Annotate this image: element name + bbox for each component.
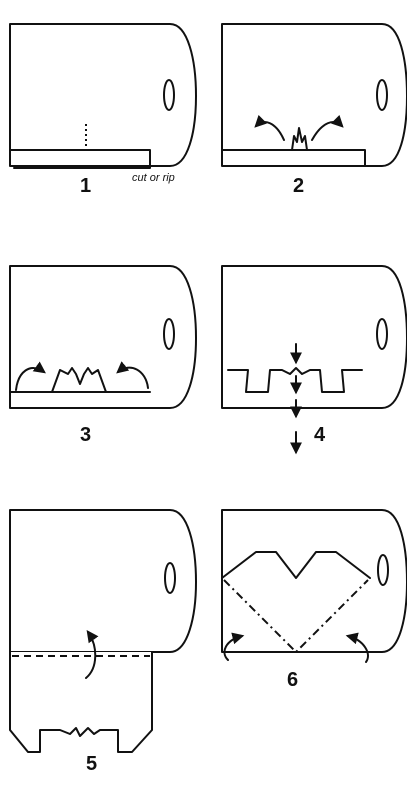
fold-arrow-left — [223, 632, 245, 661]
hanging-sheet — [9, 149, 151, 169]
step-2-panel: 2 — [221, 23, 407, 197]
fold-arrow-right — [311, 114, 344, 141]
roll-body — [221, 265, 407, 409]
roll-body — [9, 265, 197, 409]
step-number: 6 — [287, 669, 298, 691]
fold-arrow-left — [15, 361, 46, 391]
step-3-panel: 3 — [9, 265, 197, 446]
step-5-panel: 5 — [9, 509, 197, 775]
fold-arrow-right — [345, 632, 369, 663]
cut-note: cut or rip — [132, 172, 175, 184]
step-number: 4 — [314, 424, 326, 446]
step-number: 3 — [80, 424, 91, 446]
heart-top-outline — [221, 551, 371, 579]
step-1-panel: cut or rip 1 — [9, 23, 197, 197]
hanging-sheet — [9, 652, 153, 753]
step-4-panel: 4 — [221, 265, 407, 455]
roll-core — [164, 562, 176, 594]
step-number: 1 — [80, 175, 91, 197]
folded-sheet — [227, 367, 363, 393]
roll-body — [221, 23, 407, 167]
roll-body — [9, 509, 197, 653]
hanging-sheet — [221, 149, 366, 167]
roll-core — [376, 318, 388, 350]
step-6-panel: 6 — [221, 509, 407, 691]
fold-arrow-left — [254, 114, 285, 141]
torn-slit — [291, 127, 308, 151]
step-number: 5 — [86, 753, 97, 775]
roll-core — [163, 79, 175, 111]
roll-body — [9, 23, 197, 167]
roll-core — [377, 554, 389, 586]
roll-core — [376, 79, 388, 111]
step-number: 2 — [293, 175, 304, 197]
fold-up-arrow — [85, 630, 99, 679]
diagonal-fold-lines — [223, 579, 369, 654]
roll-core — [163, 318, 175, 350]
fold-arrow-right — [116, 361, 149, 389]
folded-tabs — [51, 367, 107, 393]
